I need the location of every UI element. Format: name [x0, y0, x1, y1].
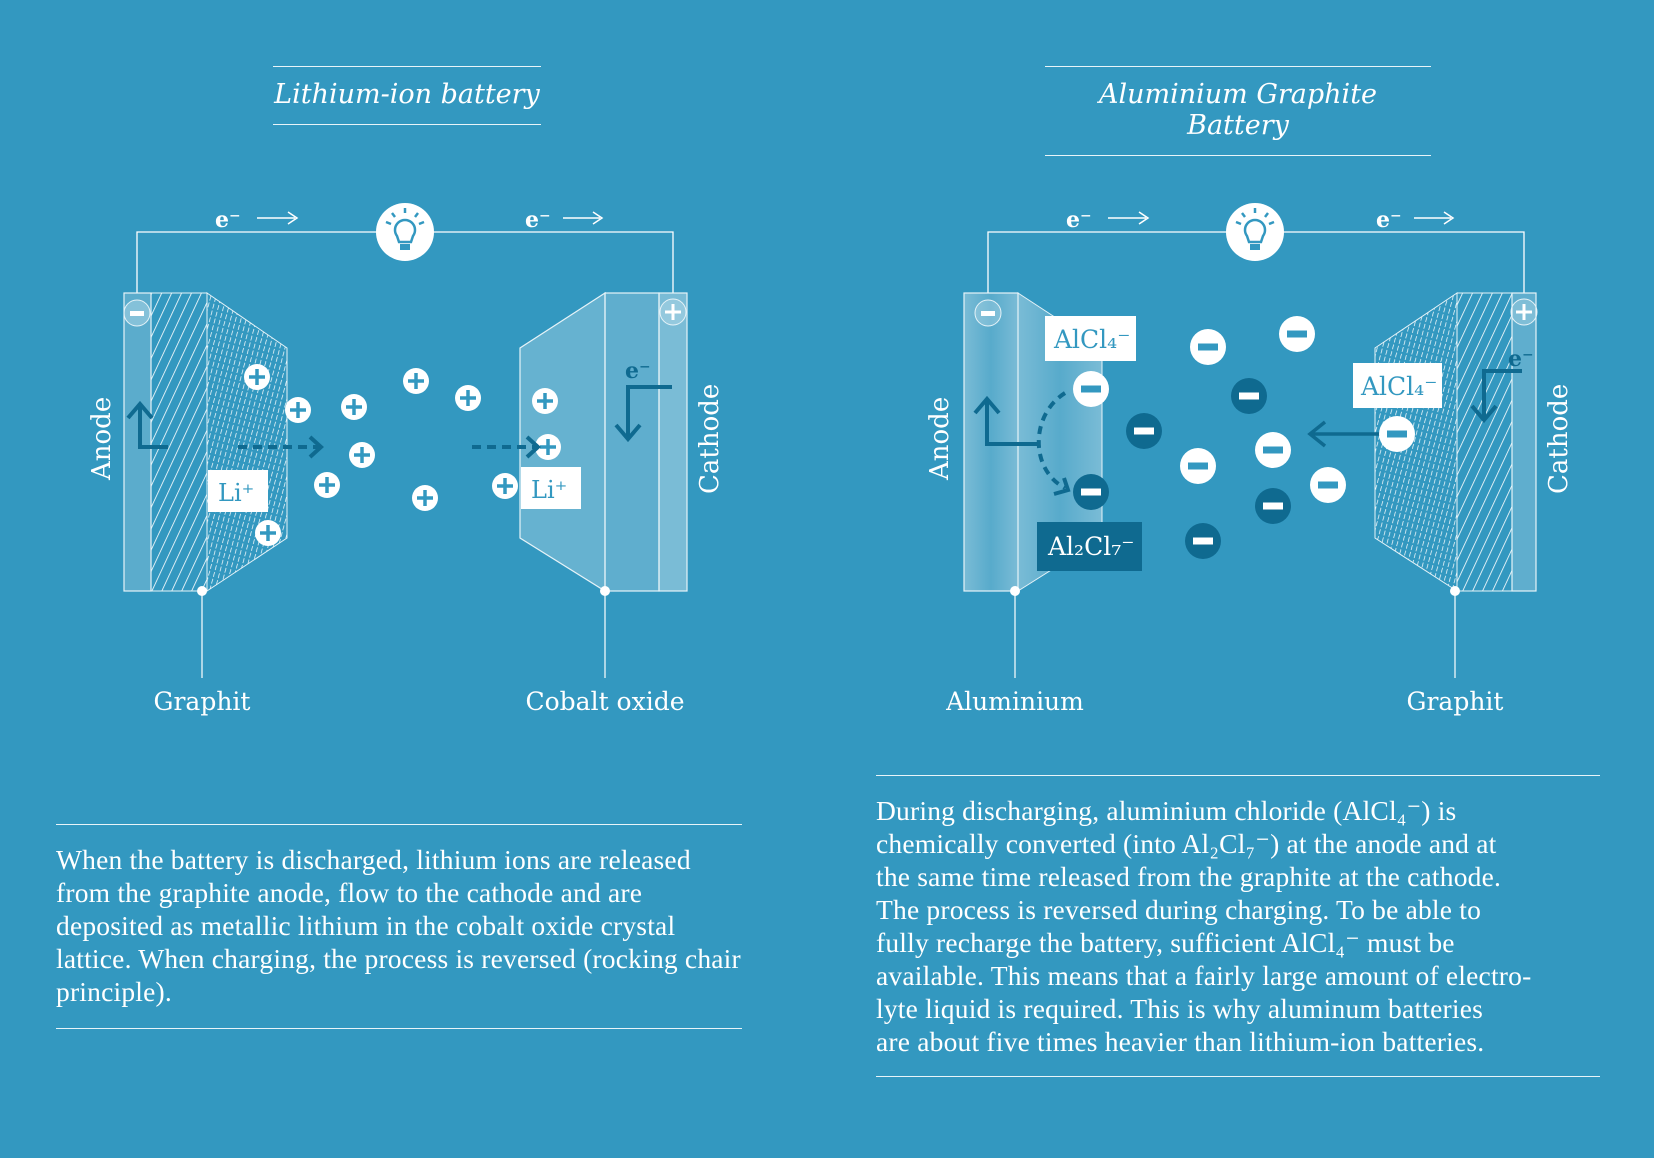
cathode-electron-label: e⁻ [1508, 346, 1534, 372]
electron-label-2: e⁻ [1376, 207, 1402, 233]
lithium-ion-icon [285, 397, 311, 423]
lithium-ion-title: Lithium-ion battery [273, 66, 541, 125]
lightbulb-icon [1226, 203, 1284, 261]
anode-electrode [123, 292, 288, 592]
li-ion-label-box-2 [521, 467, 581, 509]
anode-label: Anode [87, 397, 117, 481]
alcl4-anode-label: AlCl₄⁻ [1053, 325, 1130, 354]
lithium-ion-icon [341, 394, 367, 420]
conversion-arrow [1036, 391, 1067, 490]
al2cl7-ion-icon [1185, 523, 1221, 559]
li-ion-label: Li⁺ [218, 479, 254, 507]
alcl4-ion-icon [1180, 448, 1216, 484]
lithium-ions [244, 364, 561, 546]
electron-label-2: e⁻ [525, 207, 551, 233]
li-ion-label-2: Li⁺ [531, 476, 567, 504]
alcl4-ion-icon [1279, 316, 1315, 352]
alcl4-cathode-label: AlCl₄⁻ [1360, 372, 1437, 401]
cathode-label: Cathode [695, 384, 725, 494]
lithium-ion-description: When the battery is discharged, lithium … [56, 824, 742, 1029]
description-line: lyte liquid is required. This is why alu… [876, 993, 1484, 1024]
aluminium-description: During discharging, aluminium chloride (… [876, 775, 1600, 1077]
lithium-ion-icon [455, 385, 481, 411]
lithium-ion-icon [412, 485, 438, 511]
al2cl7-ion-icon [1073, 474, 1109, 510]
lithium-ion-icon [492, 473, 518, 499]
cathode-electrode [519, 291, 688, 593]
description-line: available. This means that a fairly larg… [876, 960, 1532, 991]
description-line: are about five times heavier than lithiu… [876, 1026, 1485, 1057]
lightbulb-icon [376, 203, 434, 261]
electron-path-arrow [985, 400, 1037, 446]
description-line: The process is reversed during charging.… [876, 894, 1482, 925]
cathode-material-label: Graphit [1407, 687, 1504, 716]
aluminium-graphite-diagram: e⁻ e⁻ Anode [925, 203, 1574, 716]
lithium-ion-diagram: e⁻ e⁻ Anode [87, 203, 725, 716]
al2cl7-ion-icon [1231, 378, 1267, 414]
cathode-material-label: Cobalt oxide [525, 687, 684, 716]
cathode-electron-arrow [1482, 369, 1522, 418]
li-ion-label-box [208, 470, 268, 512]
al2cl7-ion-icon [1126, 413, 1162, 449]
alcl4-ion-icon [1073, 371, 1109, 407]
lithium-ion-icon [535, 434, 561, 460]
lithium-ion-icon [532, 388, 558, 414]
electron-label: e⁻ [1066, 207, 1092, 233]
lithium-ion-icon [314, 472, 340, 498]
lithium-ion-icon [255, 520, 281, 546]
alcl4-ion-icon [1255, 432, 1291, 468]
chloroaluminate-ions [1073, 316, 1415, 559]
alcl4-label-box-2 [1353, 363, 1442, 408]
cathode-electron-arrow [626, 385, 672, 437]
lithium-ion-icon [403, 368, 429, 394]
cathode-label: Cathode [1544, 384, 1574, 494]
description-line: the same time released from the graphite… [876, 861, 1502, 892]
electron-path-arrow [138, 405, 168, 449]
alcl4-label-box [1045, 316, 1136, 361]
anode-material-label: Graphit [154, 687, 251, 716]
circuit-wire [136, 231, 674, 293]
anode-label: Anode [925, 397, 955, 481]
alcl4-ion-icon [1190, 329, 1226, 365]
alcl4-ion-icon [1379, 416, 1415, 452]
al2cl7-ion-icon [1255, 488, 1291, 524]
description-line: fully recharge the battery, sufficient A… [876, 927, 1455, 958]
cathode-electron-label: e⁻ [625, 358, 651, 384]
alcl4-ion-icon [1310, 467, 1346, 503]
electron-label: e⁻ [215, 207, 241, 233]
lithium-ion-icon [244, 364, 270, 390]
description-line: chemically converted (into Al₂Cl₇⁻) at t… [876, 828, 1497, 859]
al2cl7-label: Al₂Cl₇⁻ [1047, 532, 1134, 561]
lithium-ion-icon [349, 442, 375, 468]
anode-material-label: Aluminium [945, 687, 1084, 716]
aluminium-graphite-title: Aluminium Graphite Battery [1045, 66, 1431, 156]
al2cl7-label-box [1037, 522, 1142, 571]
description-line: During discharging, aluminium chloride (… [876, 795, 1457, 826]
